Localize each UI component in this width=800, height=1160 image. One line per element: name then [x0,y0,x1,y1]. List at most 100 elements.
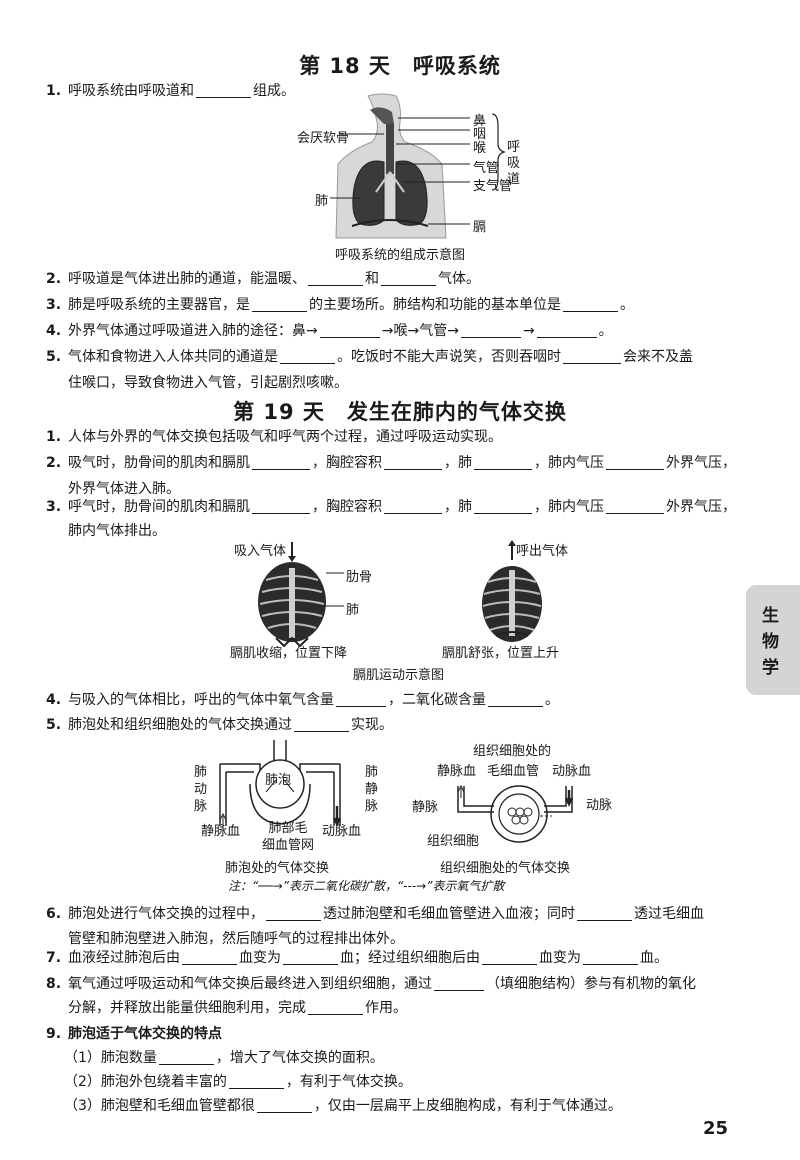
answer-blank[interactable] [294,715,349,732]
answer-blank[interactable] [434,974,484,991]
s19-question-2-cont: 外界气体进入肺。 [68,481,180,497]
answer-blank[interactable] [266,904,321,921]
ribcage-figure [258,540,542,648]
label-capillary: 毛细血管 [487,764,540,779]
label-tissue-title: 组织细胞处的 [473,744,552,759]
answer-blank[interactable] [196,81,251,98]
s19-question-5: 5.肺泡处和组织细胞处的气体交换通过实现。 [46,715,393,733]
fig19-caption: 膈肌运动示意图 [353,668,445,683]
label-ribcage-lung: 肺 [346,603,360,618]
answer-blank[interactable] [563,347,621,364]
s18-question-1: 1.呼吸系统由呼吸道和组成。 [46,81,295,99]
s19-q9-item-3: （3）肺泡壁和毛细血管壁都很，仅由一层扁平上皮细胞构成，有利于气体通过。 [64,1096,622,1114]
answer-blank[interactable] [158,1048,214,1065]
answer-blank[interactable] [256,1096,312,1113]
s18-question-3: 3.肺是呼吸系统的主要器官，是的主要场所。肺结构和功能的基本单位是。 [46,295,634,313]
alveolus-caption: 肺泡处的气体交换 [225,861,330,876]
label-diaphragm: 膈 [473,220,487,235]
section-18-title: 第 18 天 呼吸系统 [299,54,501,78]
answer-blank[interactable] [474,453,532,470]
label-larynx: 喉 [473,141,487,156]
respiratory-system-figure [330,93,506,239]
label-tissue-cell: 组织细胞 [427,834,480,849]
tissue-diagram [457,784,574,843]
answer-blank[interactable] [336,690,386,707]
label-venous-blood-left: 静脉血 [201,824,241,839]
alveolus-circle [255,759,305,809]
subject-side-tab[interactable]: 生 物 学 [746,585,800,695]
s19-question-6: 6.肺泡处进行气体交换的过程中，透过肺泡壁和毛细血管壁进入血液；同时透过毛细血 [46,904,704,922]
label-diaphragm-contract: 膈肌收缩，位置下降 [230,646,348,661]
answer-blank[interactable] [308,269,363,286]
label-arterial-blood-left: 动脉血 [322,824,362,839]
s19-question-8: 8.氧气通过呼吸运动和气体交换后最终进入到组织细胞，通过（填细胞结构）参与有机物… [46,974,696,992]
answer-blank[interactable] [563,295,618,312]
s19-question-8-cont: 分解，并释放出能量供细胞利用，完成作用。 [68,998,407,1016]
answer-blank[interactable] [583,948,638,965]
left-ribcage [258,542,344,648]
label-artery: 动脉 [586,798,613,813]
tissue-caption: 组织细胞处的气体交换 [440,861,571,876]
label-nose: 鼻 [473,114,487,129]
answer-blank[interactable] [482,948,537,965]
s19-question-3: 3.呼气时，肋骨间的肌肉和膈肌，胸腔容积，肺，肺内气压外界气压， [46,497,736,515]
label-pulmonary-artery: 肺 动 脉 [194,765,208,814]
answer-blank[interactable] [460,321,521,338]
s18-question-5: 5.气体和食物进入人体共同的通道是。吃饭时不能大声说笑，否则吞咽时会来不及盖 [46,347,693,365]
s19-question-3-cont: 肺内气体排出。 [68,523,166,539]
s19-question-1: 1.人体与外界的气体交换包括吸气和呼气两个过程，通过呼吸运动实现。 [46,429,502,445]
label-venous-blood-right: 静脉血 [437,764,477,779]
answer-blank[interactable] [488,690,543,707]
diffusion-note: 注：“──→”表示二氧化碳扩散，“---→”表示氧气扩散 [228,879,505,893]
s19-question-7: 7.血液经过肺泡后由血变为血；经过组织细胞后由血变为血。 [46,948,668,966]
label-capillary-net: 肺部毛 细血管网 [262,821,315,853]
answer-blank[interactable] [283,948,338,965]
label-rib: 肋骨 [346,570,373,585]
label-inhale: 吸入气体 [234,544,287,559]
label-bronchus: 支气管 [473,179,513,194]
label-pharynx: 咽 [473,127,487,142]
s19-q9-item-1: （1）肺泡数量，增大了气体交换的面积。 [64,1048,384,1066]
label-pulmonary-vein: 肺 静 脉 [365,765,379,814]
answer-blank[interactable] [182,948,237,965]
alveolus-diagram [219,740,342,828]
left-lung-shape [352,160,385,226]
answer-blank[interactable] [606,497,664,514]
answer-blank[interactable] [606,453,664,470]
s19-question-2: 2.吸气时，肋骨间的肌肉和膈肌，胸腔容积，肺，肺内气压外界气压， [46,453,736,471]
answer-blank[interactable] [252,497,310,514]
right-ribcage [482,540,542,642]
answer-blank[interactable] [308,998,363,1015]
s18-question-5-cont: 住喉口，导致食物进入气管，引起剧烈咳嗽。 [68,375,348,391]
label-vein: 静脉 [412,800,439,815]
fig18-caption: 呼吸系统的组成示意图 [335,248,466,263]
label-alveolus: 肺泡 [265,773,292,788]
answer-blank[interactable] [384,453,442,470]
answer-blank[interactable] [381,269,436,286]
trachea-shape [386,122,394,174]
answer-blank[interactable] [319,321,380,338]
label-exhale: 呼出气体 [516,544,569,559]
answer-blank[interactable] [474,497,532,514]
label-trachea: 气管 [473,161,500,176]
answer-blank[interactable] [252,453,310,470]
s19-q9-item-2: （2）肺泡外包绕着丰富的，有利于气体交换。 [64,1072,412,1090]
answer-blank[interactable] [577,904,632,921]
answer-blank[interactable] [252,295,307,312]
right-lung-shape [395,160,428,226]
s18-question-4: 4.外界气体通过呼吸道进入肺的途径：鼻→→喉→气管→→。 [46,321,613,339]
s19-question-9: 9.肺泡适于气体交换的特点 [46,1026,222,1042]
s19-question-6-cont: 管壁和肺泡壁进入肺泡，然后随呼气的过程排出体外。 [68,931,404,947]
s18-question-2: 2.呼吸道是气体进出肺的通道，能温暖、和气体。 [46,269,480,287]
answer-blank[interactable] [280,347,335,364]
label-respiratory-tract: 呼 吸 道 [507,140,521,187]
label-diaphragm-relax: 膈肌舒张，位置上升 [442,646,560,661]
s19-question-4: 4.与吸入的气体相比，呼出的气体中氧气含量，二氧化碳含量。 [46,690,559,708]
answer-blank[interactable] [228,1072,284,1089]
section-19-title: 第 19 天 发生在肺内的气体交换 [233,400,567,424]
label-lung: 肺 [315,194,329,209]
label-arterial-blood-right: 动脉血 [552,764,592,779]
page-number: 25 [703,1118,729,1139]
answer-blank[interactable] [384,497,442,514]
answer-blank[interactable] [536,321,597,338]
